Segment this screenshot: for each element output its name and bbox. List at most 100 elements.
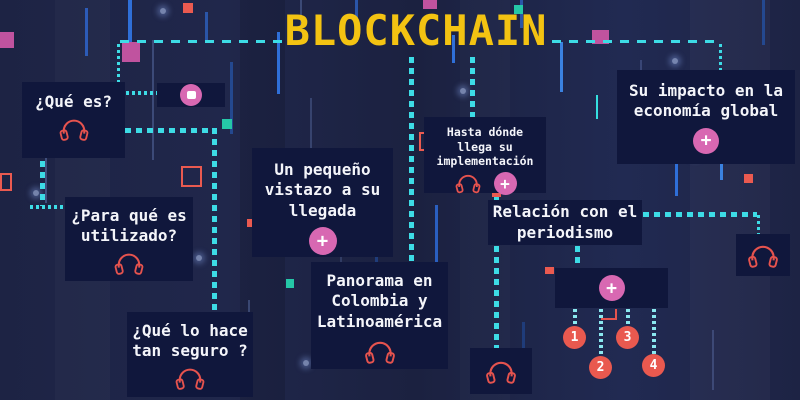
- connector: [470, 57, 475, 117]
- deco-line: [452, 35, 455, 63]
- topic-label: Panorama en Colombia y Latinoamérica: [316, 271, 443, 331]
- deco-square: [545, 267, 554, 274]
- deco-dot: [196, 255, 202, 261]
- headphones-icon[interactable]: [113, 249, 145, 277]
- deco-band: [690, 0, 770, 400]
- topic-seguro[interactable]: ¿Qué lo hace tan seguro ?: [127, 312, 253, 397]
- deco-dot: [672, 58, 678, 64]
- deco-square: [0, 32, 14, 48]
- deco-line: [230, 62, 233, 134]
- plus-icon[interactable]: +: [693, 127, 719, 154]
- headphones-icon[interactable]: [746, 241, 780, 270]
- deco-square: [247, 219, 253, 227]
- plus-glyph: +: [606, 277, 617, 299]
- deco-line: [720, 152, 723, 180]
- connector: [552, 40, 722, 43]
- deco-square: [181, 166, 202, 187]
- connector: [409, 57, 414, 262]
- headphones-icon[interactable]: [363, 337, 397, 366]
- audio-box-right[interactable]: [736, 234, 790, 276]
- marker-circle-3[interactable]: 3: [616, 326, 639, 349]
- connector: [573, 309, 577, 326]
- deco-line: [355, 0, 358, 42]
- connector: [30, 205, 65, 209]
- deco-line: [45, 148, 47, 203]
- topic-panorama[interactable]: Panorama en Colombia y Latinoamérica: [311, 262, 448, 369]
- topic-vistazo[interactable]: Un pequeño vistazo a su llegada +: [252, 148, 393, 257]
- deco-line: [128, 0, 132, 62]
- deco-square: [423, 0, 437, 9]
- icon-row: +: [454, 171, 517, 195]
- connector: [40, 150, 45, 206]
- connector: [117, 44, 120, 82]
- deco-line: [205, 12, 208, 42]
- connector: [126, 91, 157, 95]
- headphones-icon[interactable]: [484, 357, 518, 386]
- page-title: BLOCKCHAIN: [284, 6, 548, 55]
- plus-glyph: +: [316, 230, 329, 253]
- plus-icon[interactable]: +: [308, 227, 337, 256]
- topic-para-que[interactable]: ¿Para qué es utilizado?: [65, 197, 193, 281]
- deco-line: [762, 0, 765, 45]
- plus-glyph: +: [700, 130, 712, 152]
- connector: [125, 128, 215, 133]
- connector: [599, 309, 603, 356]
- topic-label: Relación con el periodismo: [492, 202, 638, 242]
- deco-square: [222, 119, 232, 129]
- topic-label: ¿Qué lo hace tan seguro ?: [132, 321, 248, 361]
- badge-box[interactable]: [157, 83, 225, 107]
- marker-label: 1: [570, 330, 579, 345]
- deco-line: [675, 158, 678, 196]
- topic-que-es[interactable]: ¿Qué es?: [22, 82, 125, 158]
- connector: [643, 212, 757, 217]
- deco-square: [122, 42, 140, 62]
- connector: [494, 186, 499, 200]
- connector: [120, 40, 288, 43]
- message-badge-icon[interactable]: [180, 84, 202, 106]
- marker-circle-1[interactable]: 1: [563, 326, 586, 349]
- deco-line: [152, 40, 154, 160]
- deco-dot: [160, 8, 166, 14]
- connector: [575, 246, 580, 268]
- periodismo-plus-box[interactable]: +: [555, 268, 668, 308]
- headphones-icon[interactable]: [58, 115, 90, 143]
- audio-box-bottom[interactable]: [470, 348, 532, 394]
- topic-implementacion[interactable]: Hasta dónde llega su implementación +: [424, 117, 546, 195]
- marker-circle-4[interactable]: 4: [642, 354, 665, 377]
- connector: [212, 128, 217, 312]
- deco-line: [277, 32, 280, 94]
- marker-label: 4: [649, 358, 658, 373]
- deco-line: [520, 0, 523, 28]
- connector: [652, 309, 656, 354]
- badge-square-glyph: [186, 91, 196, 99]
- marker-circle-2[interactable]: 2: [589, 356, 612, 379]
- connector-red: [615, 309, 617, 320]
- deco-line: [596, 95, 598, 119]
- deco-square: [286, 279, 294, 288]
- connector: [719, 44, 722, 70]
- marker-label: 3: [623, 330, 632, 345]
- connector: [626, 309, 630, 326]
- deco-square: [183, 3, 193, 13]
- deco-line: [560, 42, 563, 92]
- headphones-icon[interactable]: [174, 364, 206, 392]
- topic-label: Su impacto en la economía global: [628, 81, 784, 121]
- topic-label: ¿Qué es?: [34, 92, 113, 111]
- plus-glyph: +: [500, 173, 510, 193]
- plus-icon[interactable]: +: [493, 171, 517, 195]
- deco-square: [0, 173, 12, 191]
- connector-red: [601, 318, 617, 320]
- topic-economia[interactable]: Su impacto en la economía global +: [617, 70, 795, 164]
- topic-periodismo[interactable]: Relación con el periodismo: [488, 200, 642, 245]
- deco-square: [744, 174, 753, 183]
- deco-line: [85, 8, 88, 56]
- deco-dot: [303, 360, 309, 366]
- topic-label: Hasta dónde llega su implementación: [436, 125, 534, 169]
- deco-dot: [33, 190, 39, 196]
- connector: [757, 215, 760, 234]
- headphones-icon[interactable]: [454, 171, 482, 195]
- topic-label: ¿Para qué es utilizado?: [71, 206, 187, 246]
- deco-line: [300, 0, 302, 30]
- plus-icon[interactable]: +: [598, 275, 625, 301]
